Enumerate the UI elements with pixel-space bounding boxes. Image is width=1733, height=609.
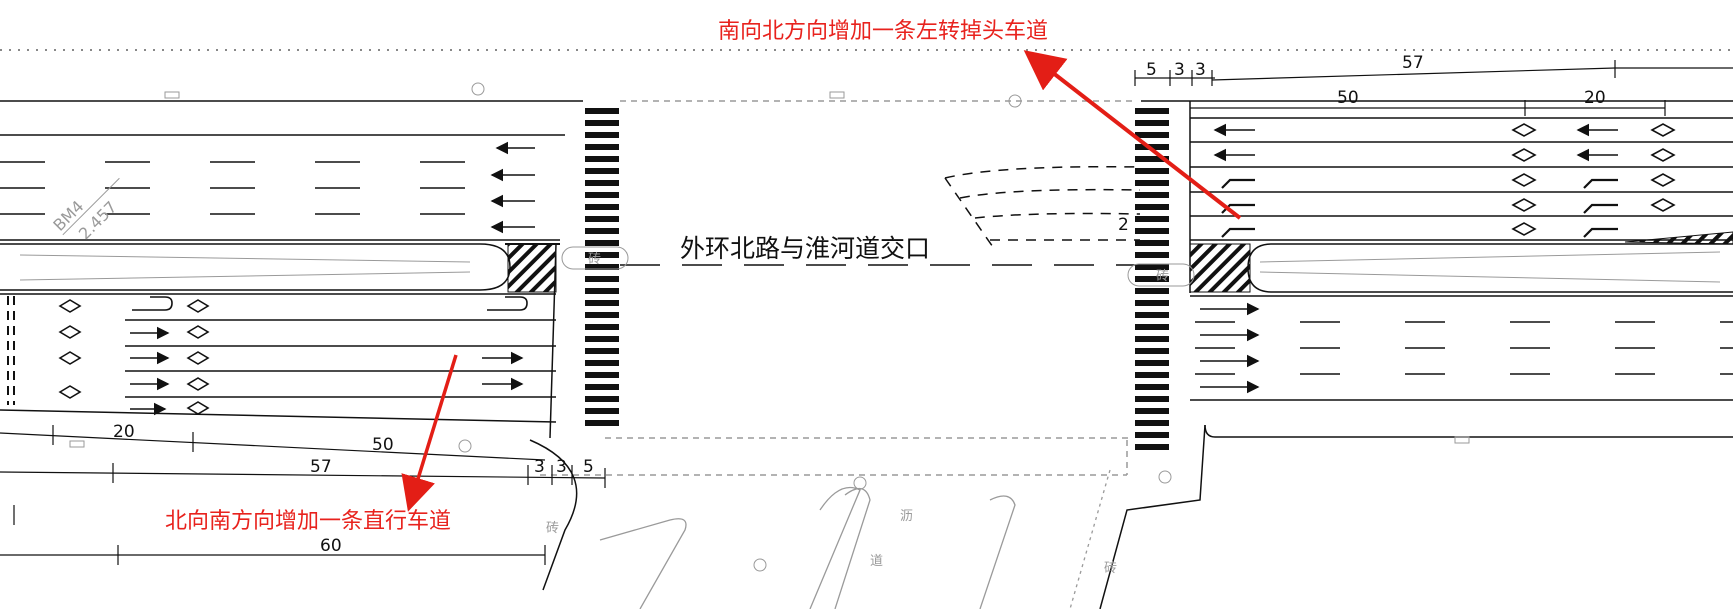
dimension-lines-top <box>1134 60 1733 116</box>
right-upper-lanes <box>1189 101 1733 293</box>
dim-bottom-3a: 3 <box>534 457 545 477</box>
survey-symbols <box>69 82 1470 572</box>
mark-brick-1: 砖 <box>588 252 601 267</box>
left-lower-curb <box>529 439 578 591</box>
right-turn-arrows <box>1221 178 1618 238</box>
mark-brick-2: 砖 <box>1156 269 1169 284</box>
dim-bottom-57: 57 <box>310 457 332 477</box>
left-upper-lanes <box>0 134 565 241</box>
southbound-note: 北向南方向增加一条直行车道 <box>165 509 451 534</box>
northbound-arrow <box>1023 50 1242 220</box>
left-lower-double-line <box>7 296 15 405</box>
mark-asphalt: 沥 <box>900 509 913 524</box>
left-lower-lanes <box>0 243 557 439</box>
right-lower-arrows <box>1200 302 1260 394</box>
right-lower-curb <box>1099 424 1733 609</box>
left-lower-uturns <box>132 296 528 311</box>
dimension-lines-bottom <box>0 425 606 565</box>
dim-bottom-60: 60 <box>320 536 342 556</box>
left-diamonds <box>58 299 210 415</box>
intersection-title: 外环北路与淮河道交口 <box>680 234 930 263</box>
top-boundary <box>0 49 1733 102</box>
left-median <box>0 243 560 293</box>
dim-top-57: 57 <box>1402 53 1424 73</box>
sidewalk-paths <box>599 469 1111 609</box>
dim-bottom-50: 50 <box>372 435 394 455</box>
left-crosswalk <box>585 103 619 428</box>
right-upper-arrows <box>1213 123 1618 162</box>
dim-top-50: 50 <box>1337 88 1359 108</box>
dim-top-3b: 3 <box>1195 60 1206 80</box>
guide-lines <box>944 165 1141 251</box>
right-diamonds <box>1511 123 1676 236</box>
right-median <box>1189 231 1733 293</box>
mark-road: 道 <box>870 554 883 569</box>
dim-top-3a: 3 <box>1174 60 1185 80</box>
dim-bottom-5: 5 <box>583 457 594 477</box>
mark-brick-4: 砖 <box>1104 561 1117 576</box>
northbound-note: 南向北方向增加一条左转掉头车道 <box>718 19 1048 44</box>
dim-bottom-20: 20 <box>113 422 135 442</box>
southbound-arrow <box>401 354 458 512</box>
dim-top-5: 5 <box>1146 60 1157 80</box>
right-lower-lanes <box>1190 295 1733 401</box>
mark-brick-3: 砖 <box>546 521 559 536</box>
intersection-box <box>540 100 1135 476</box>
map-marks: 砖 砖 砖 砖 沥 道 <box>546 246 1195 576</box>
left-upper-arrows <box>490 141 535 234</box>
benchmark: BM4 2.457 <box>49 177 121 243</box>
left-lower-arrows <box>130 326 524 416</box>
dim-top-20: 20 <box>1584 88 1606 108</box>
dim-mid-2: 2 <box>1118 215 1129 235</box>
dim-bottom-3b: 3 <box>556 457 567 477</box>
right-crosswalk <box>1135 103 1169 453</box>
